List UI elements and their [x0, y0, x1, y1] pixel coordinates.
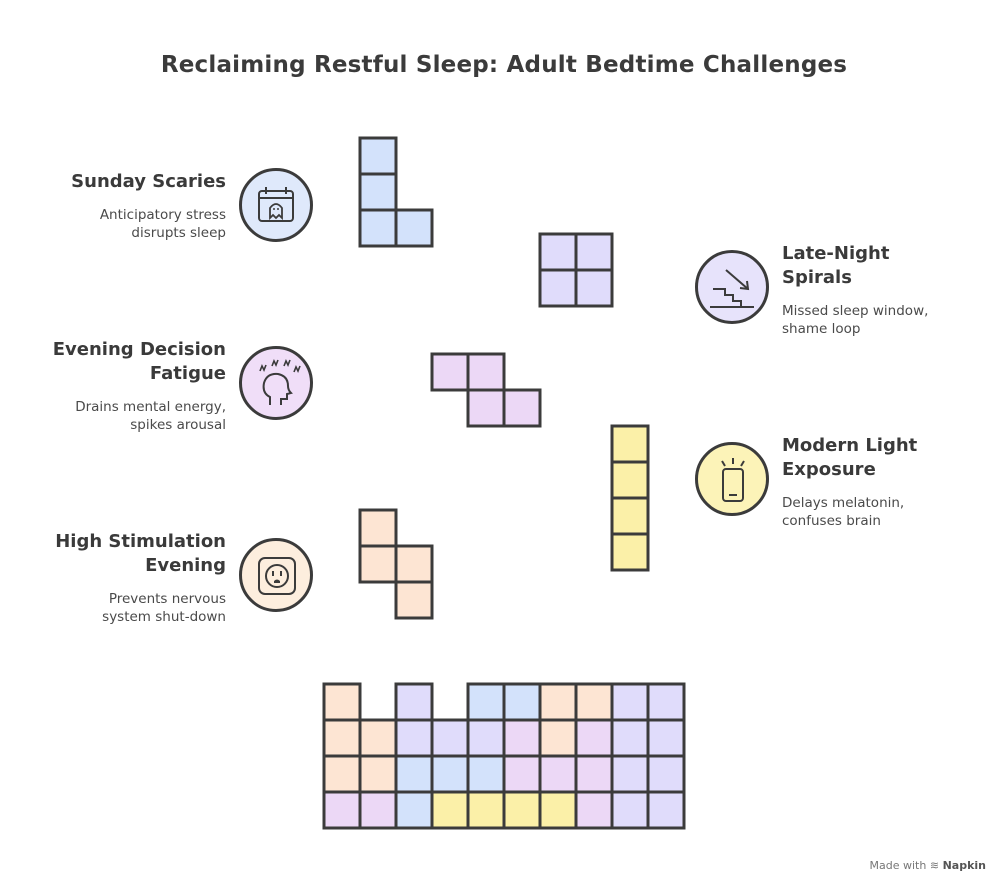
grid-cell-peach — [322, 754, 362, 794]
block-cell-peach — [358, 544, 398, 584]
grid-cell-pink — [502, 718, 542, 758]
item-title: Evening Decision Fatigue — [52, 339, 226, 384]
grid-cell-pink — [322, 790, 362, 830]
item-high-stimulation-evening: High Stimulation Evening Prevents nervou… — [16, 530, 226, 626]
grid-cell-blue — [466, 754, 506, 794]
grid-cell-lavender — [646, 754, 686, 794]
grid-cell-lavender — [610, 790, 650, 830]
grid-cell-blue — [502, 682, 542, 722]
grid-cell-pink — [574, 718, 614, 758]
item-description: Drains mental energy, spikes arousal — [75, 399, 226, 433]
item-title: Sunday Scaries — [71, 171, 226, 192]
block-cell-yellow — [610, 460, 650, 500]
grid-cell-lavender — [646, 790, 686, 830]
grid-cell-yellow — [502, 790, 542, 830]
grid-cell-peach — [538, 682, 578, 722]
diagram-title: Reclaiming Restful Sleep: Adult Bedtime … — [160, 52, 848, 78]
item-evening-decision-fatigue: Evening Decision Fatigue Drains mental e… — [16, 338, 226, 434]
grid-cell-lavender — [394, 718, 434, 758]
grid-cell-lavender — [646, 682, 686, 722]
grid-cell-pink — [574, 790, 614, 830]
block-cell-blue — [358, 136, 398, 176]
block-cell-yellow — [610, 496, 650, 536]
block-cell-pink — [502, 388, 542, 428]
grid-cell-yellow — [430, 790, 470, 830]
grid-cell-pink — [502, 754, 542, 794]
grid-cell-blue — [394, 754, 434, 794]
grid-cell-peach — [358, 718, 398, 758]
block-cell-pink — [466, 388, 506, 428]
item-late-night-spirals: Late-Night Spirals Missed sleep window, … — [782, 242, 992, 338]
item-modern-light-exposure: Modern Light Exposure Delays melatonin, … — [782, 434, 992, 530]
block-cell-blue — [358, 208, 398, 248]
grid-cell-peach — [322, 682, 362, 722]
grid-cell-lavender — [466, 718, 506, 758]
grid-cell-lavender — [610, 682, 650, 722]
block-cell-lavender — [538, 268, 578, 308]
item-description: Anticipatory stress disrupts sleep — [99, 207, 226, 241]
block-cell-peach — [358, 508, 398, 548]
power-outlet-icon — [239, 538, 313, 612]
grid-cell-yellow — [538, 790, 578, 830]
block-cell-lavender — [538, 232, 578, 272]
grid-cell-lavender — [394, 682, 434, 722]
grid-cell-peach — [538, 718, 578, 758]
napkin-logo-icon: ≋ — [929, 859, 940, 872]
block-cell-blue — [394, 208, 434, 248]
block-cell-pink — [430, 352, 470, 392]
grid-cell-lavender — [430, 718, 470, 758]
block-cell-lavender — [574, 232, 614, 272]
item-description: Delays melatonin, confuses brain — [782, 495, 905, 529]
phone-glow-icon — [695, 442, 769, 516]
block-cell-yellow — [610, 424, 650, 464]
block-cell-pink — [466, 352, 506, 392]
grid-cell-pink — [538, 754, 578, 794]
grid-cell-yellow — [466, 790, 506, 830]
grid-cell-peach — [574, 682, 614, 722]
stairs-down-icon — [695, 250, 769, 324]
grid-cell-blue — [466, 682, 506, 722]
block-cell-blue — [358, 172, 398, 212]
item-title: High Stimulation Evening — [55, 531, 226, 576]
block-cell-peach — [394, 544, 434, 584]
item-title: Late-Night Spirals — [782, 243, 890, 288]
grid-cell-lavender — [646, 718, 686, 758]
grid-cell-blue — [430, 754, 470, 794]
block-cell-lavender — [574, 268, 614, 308]
item-sunday-scaries: Sunday Scaries Anticipatory stress disru… — [16, 170, 226, 242]
block-cell-peach — [394, 580, 434, 620]
grid-cell-peach — [358, 754, 398, 794]
grid-cell-lavender — [610, 754, 650, 794]
block-cell-yellow — [610, 532, 650, 572]
item-title: Modern Light Exposure — [782, 435, 918, 480]
grid-cell-pink — [574, 754, 614, 794]
head-stress-icon — [239, 346, 313, 420]
item-description: Missed sleep window, shame loop — [782, 303, 929, 337]
grid-cell-pink — [358, 790, 398, 830]
made-with-napkin-credit: Made with ≋ Napkin — [869, 859, 986, 872]
grid-cell-peach — [322, 718, 362, 758]
item-description: Prevents nervous system shut-down — [102, 591, 226, 625]
grid-cell-lavender — [610, 718, 650, 758]
grid-cell-blue — [394, 790, 434, 830]
calendar-ghost-icon — [239, 168, 313, 242]
